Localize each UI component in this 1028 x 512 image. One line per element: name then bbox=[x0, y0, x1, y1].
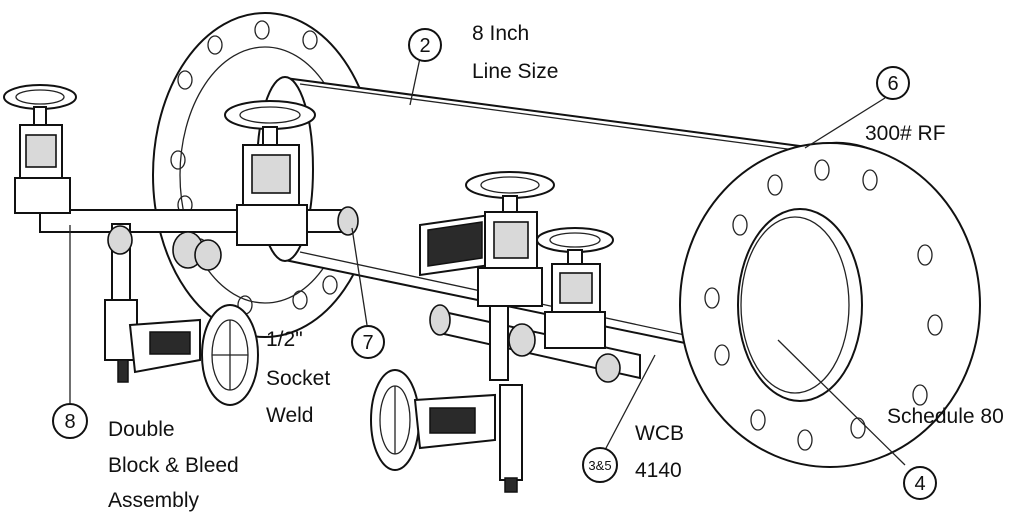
callout-2-number: 2 bbox=[419, 35, 430, 57]
callout-3-5-line-1: WCB bbox=[635, 422, 684, 445]
right-flange-bolt-holes bbox=[704, 159, 943, 451]
callout-8-line-1: Double bbox=[108, 418, 175, 441]
callout-2: 2 8 Inch Line Size bbox=[408, 22, 558, 83]
callout-7-line-3: Weld bbox=[266, 404, 313, 427]
callout-7-number: 7 bbox=[362, 332, 373, 354]
leader-lines bbox=[69, 57, 906, 466]
callout-7-line-2: Socket bbox=[266, 367, 330, 390]
callout-3-5: 3&5 WCB 4140 bbox=[582, 422, 684, 483]
callout-3-5-line-2: 4140 bbox=[635, 459, 682, 482]
callout-4: 4 Schedule 80 bbox=[887, 405, 1004, 500]
callout-2-line-2: Line Size bbox=[472, 60, 558, 83]
callout-8-line-3: Assembly bbox=[108, 489, 200, 512]
callout-7: 7 1/2" Socket Weld bbox=[266, 325, 385, 427]
left-valve-1 bbox=[3, 84, 77, 214]
right-valve-2 bbox=[536, 227, 614, 349]
callout-8-line-2: Block & Bleed bbox=[108, 454, 239, 477]
left-bleed-valve bbox=[128, 304, 259, 406]
callout-6: 6 300# RF bbox=[865, 66, 946, 145]
callout-4-line-1: Schedule 80 bbox=[887, 405, 1004, 428]
nameplate bbox=[419, 213, 491, 277]
right-bleed-valve bbox=[370, 369, 496, 471]
right-dbb-assembly bbox=[370, 171, 641, 493]
callout-7-line-1: 1/2" bbox=[266, 328, 303, 351]
callout-2-line-1: 8 Inch bbox=[472, 22, 529, 45]
callout-3-5-number: 3&5 bbox=[588, 458, 611, 473]
callout-6-line-1: 300# RF bbox=[865, 122, 946, 145]
left-valve-2 bbox=[224, 100, 316, 246]
right-valve-1 bbox=[465, 171, 555, 307]
callout-6-number: 6 bbox=[887, 73, 898, 95]
left-dbb-assembly bbox=[3, 84, 359, 406]
right-flange bbox=[679, 141, 981, 468]
callout-8-number: 8 bbox=[64, 411, 75, 433]
callout-8: 8 Double Block & Bleed Assembly bbox=[52, 403, 239, 512]
callout-4-number: 4 bbox=[914, 473, 925, 495]
